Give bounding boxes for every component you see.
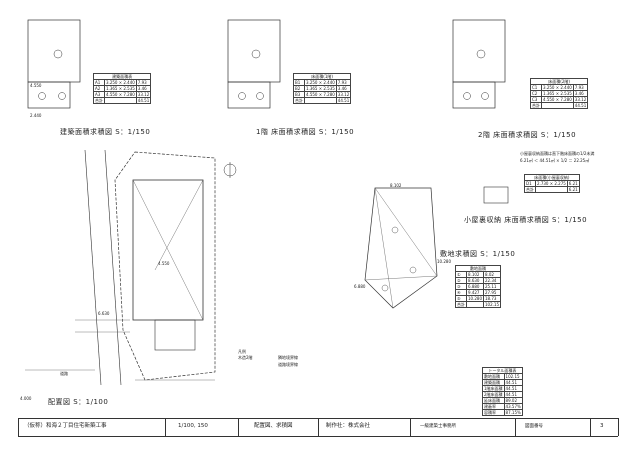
titleblock-divider xyxy=(590,418,591,436)
titleblock-divider xyxy=(410,418,411,436)
titleblock-divider xyxy=(165,418,166,436)
title-floor2: 2階 床面積求積図 S：1/150 xyxy=(478,131,577,139)
layout-plan xyxy=(25,149,237,386)
attic-note-1: 小屋裏収納面積は直下階床面積の1/2未満 xyxy=(520,151,595,156)
legend: 凡例 木造2階 隣地境界線 道路境界線 xyxy=(238,348,328,370)
dim-label: 2.440 xyxy=(30,113,42,118)
scale: 1/100, 150 xyxy=(178,423,208,429)
titleblock-divider xyxy=(18,418,19,436)
legend-item: 道路境界線 xyxy=(278,362,298,367)
floor2-plan xyxy=(452,19,506,109)
road-width: 4.000 xyxy=(20,396,32,401)
site-area-plan xyxy=(364,187,438,309)
company-name: 制作社：株式会社 xyxy=(326,423,371,429)
titleblock-divider xyxy=(318,418,319,436)
legend-title: 凡例 xyxy=(238,349,246,354)
titleblock-divider xyxy=(238,418,239,436)
sheet-label: 図面番号 xyxy=(525,424,543,429)
title-attic: 小屋裏収納 床面積求積図 S：1/150 xyxy=(464,216,588,224)
road-label: 道路 xyxy=(60,371,68,376)
title-floor1: 1階 床面積求積図 S：1/150 xyxy=(256,128,355,136)
site-dim: 10.280 xyxy=(437,259,451,264)
titleblock-divider xyxy=(618,418,619,436)
title-building-area: 建築面積求積図 S：1/150 xyxy=(60,128,151,136)
site-dim: 8.102 xyxy=(390,183,402,188)
legend-item: 木造2階 xyxy=(238,355,253,360)
building-area-plan xyxy=(27,19,81,109)
site-dim: 6.880 xyxy=(354,284,366,289)
title-site: 敷地求積図 S：1/150 xyxy=(440,250,516,258)
dim-label: 4.550 xyxy=(30,83,42,88)
table-caption: トータル面積表 xyxy=(482,367,523,374)
sheet-number: 3 xyxy=(600,423,604,429)
project-name: （仮称）和海２丁目住宅新築工事 xyxy=(24,423,107,429)
legend-item: 隣地境界線 xyxy=(278,355,298,360)
attic-note-2: 6.21㎡ ＜ 44.51㎡ × 1/2 ＝ 22.25㎡ xyxy=(520,158,590,163)
layout-dim: 4.550 xyxy=(158,261,170,266)
drawing-name: 配置図、求積図 xyxy=(254,423,293,429)
attic-plan xyxy=(483,186,509,204)
title-layout: 配置図 S：1/100 xyxy=(48,398,109,406)
office-name: 一級建築士事務所 xyxy=(420,424,456,429)
titleblock-bottom-border xyxy=(18,436,618,437)
floor1-plan xyxy=(227,19,281,109)
titleblock-divider xyxy=(515,418,516,436)
layout-dim: 6.630 xyxy=(98,311,110,316)
